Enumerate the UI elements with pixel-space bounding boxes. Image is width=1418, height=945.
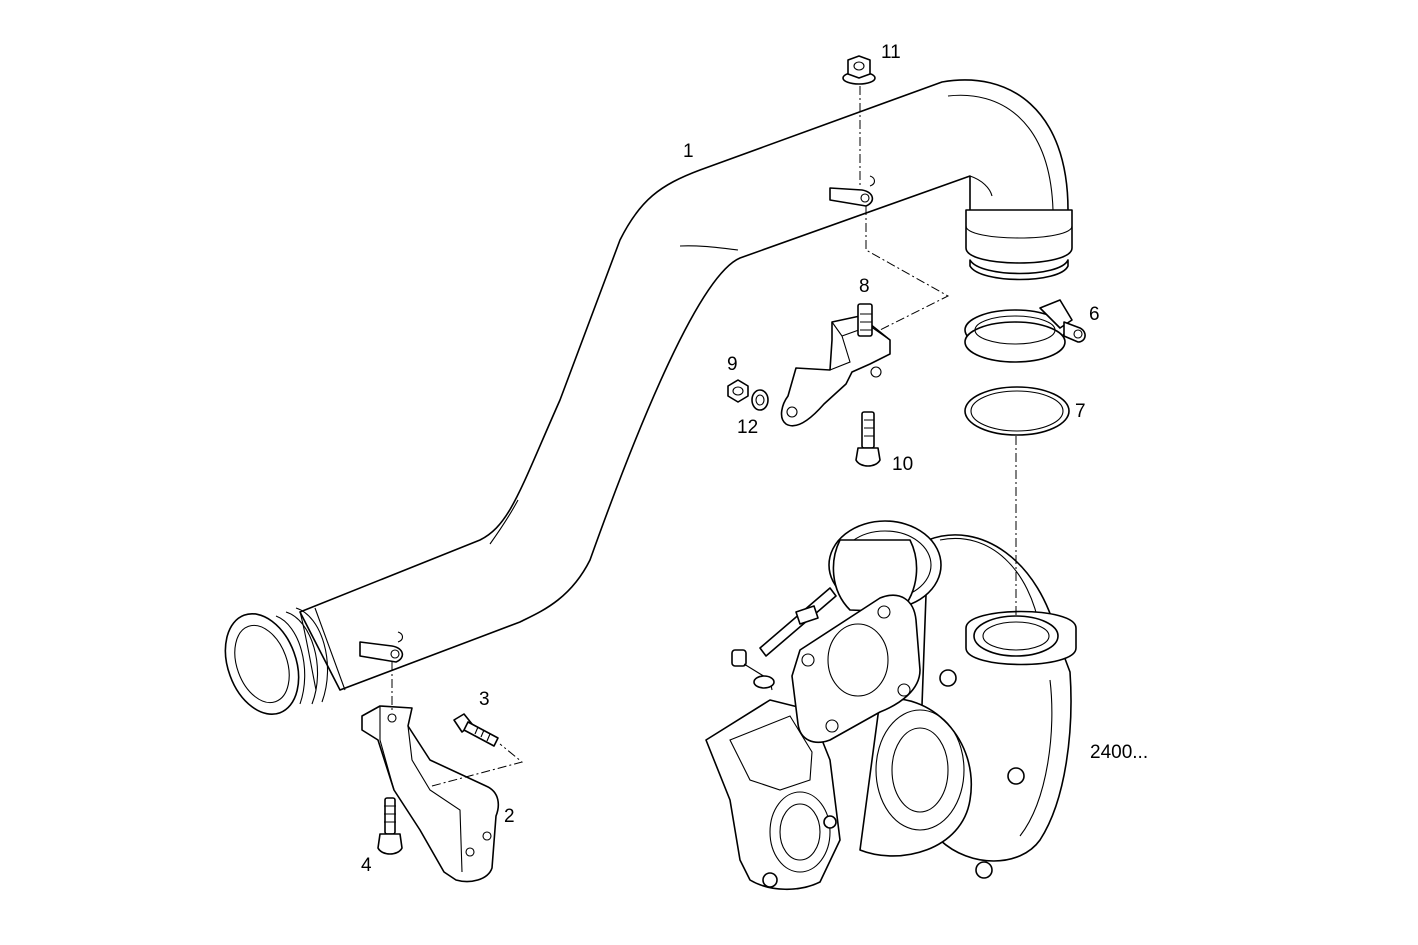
callout-1: 1 <box>683 141 694 162</box>
washer-part-12 <box>751 389 769 411</box>
hose-clamp-part-6 <box>964 299 1086 363</box>
gasket-part-7 <box>964 386 1070 436</box>
callout-8: 8 <box>859 276 870 297</box>
screw-part-10 <box>855 411 881 467</box>
callouts: 1 2 3 4 6 7 8 9 10 11 12 2400... <box>361 42 1148 876</box>
support-bracket-upper <box>780 303 891 427</box>
callout-3: 3 <box>479 689 490 710</box>
callout-9: 9 <box>727 354 738 375</box>
screw-part-3 <box>453 713 499 747</box>
callout-10: 10 <box>892 454 913 475</box>
flange-nut-part-11 <box>842 55 876 85</box>
nut-part-9 <box>727 379 749 403</box>
intake-pipe <box>224 79 1073 716</box>
callout-6: 6 <box>1089 304 1100 325</box>
assembly-lines <box>391 86 1017 787</box>
callout-12: 12 <box>737 417 758 438</box>
support-bracket-lower <box>361 705 500 883</box>
turbocharger-assembly <box>705 520 1077 891</box>
callout-11: 11 <box>881 42 901 63</box>
callout-4: 4 <box>361 855 372 876</box>
callout-2: 2 <box>504 806 515 827</box>
drawing-reference-label: 2400... <box>1090 742 1148 763</box>
bolt-part-4 <box>377 797 403 855</box>
callout-7: 7 <box>1075 401 1086 422</box>
